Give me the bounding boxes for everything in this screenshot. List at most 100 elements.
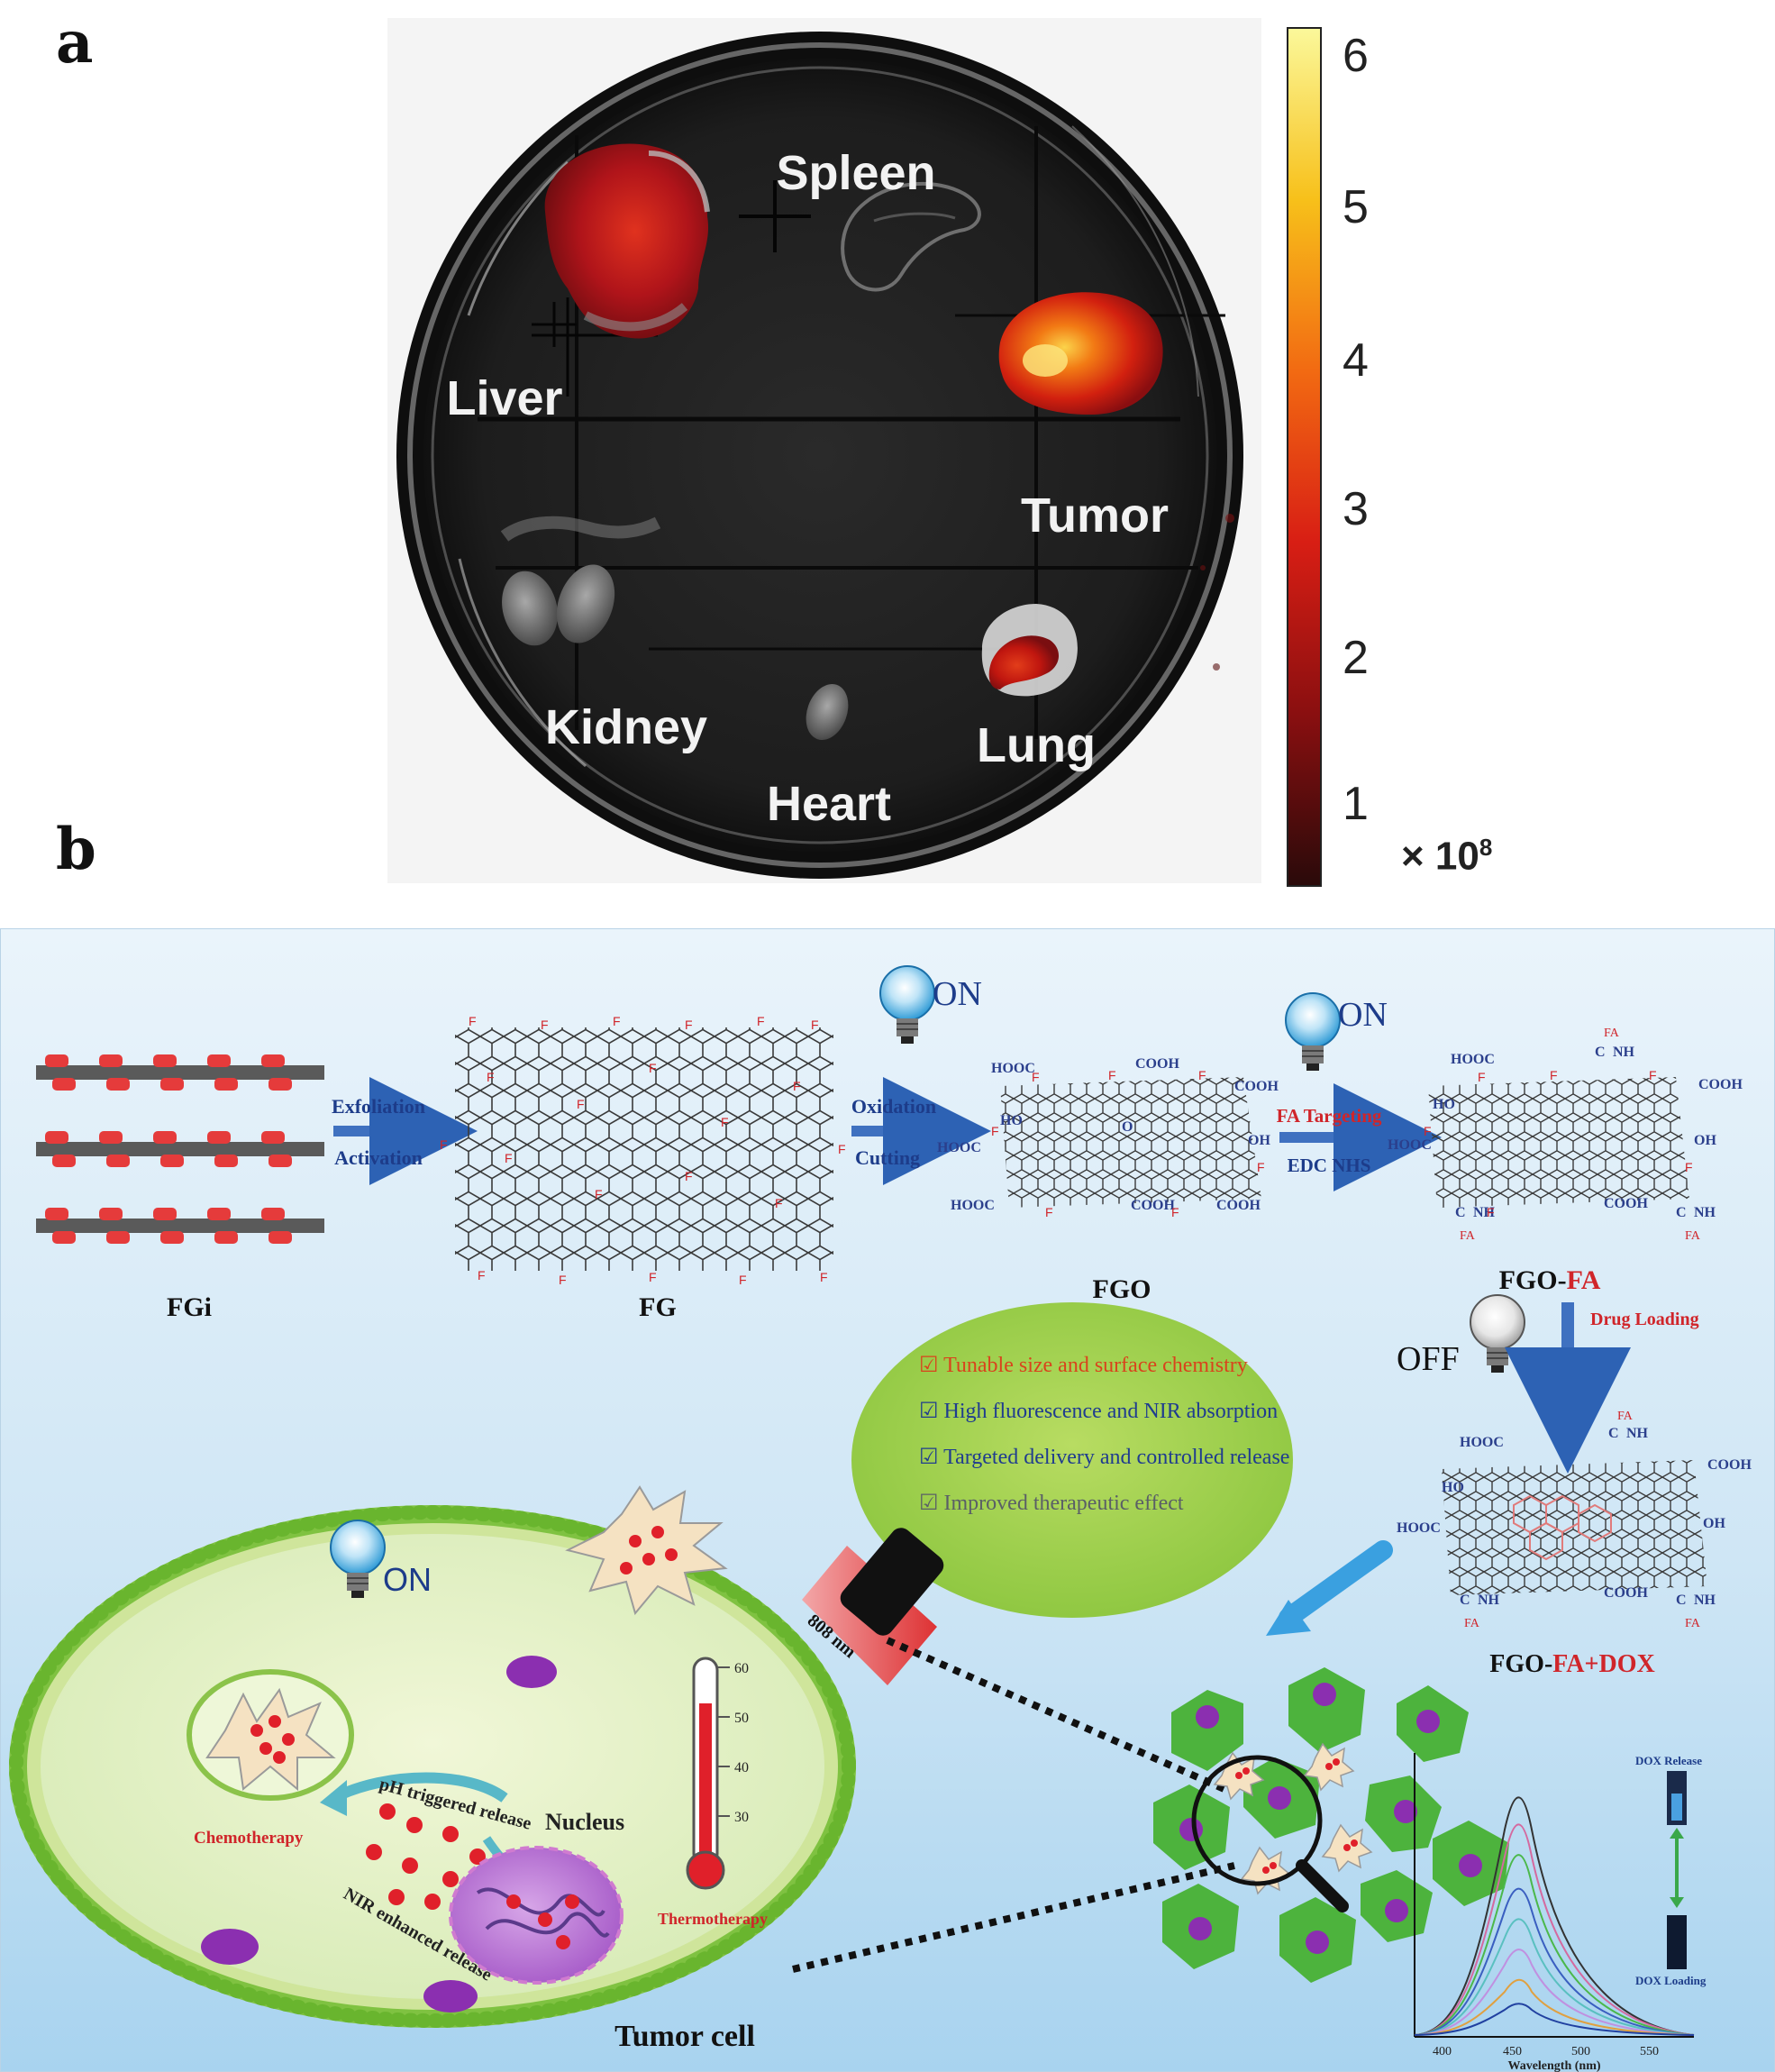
bulb-on-icon	[879, 965, 935, 1044]
colorbar-multiplier-exponent: 8	[1479, 834, 1493, 861]
spectrum-xtick-500: 500	[1571, 2045, 1590, 2058]
dox-cooh-2: COOH	[1604, 1585, 1648, 1601]
svg-text:F: F	[757, 1014, 765, 1028]
ex-vivo-fluorescence-image: Spleen Liver Tumor Kidney Lung Heart	[387, 18, 1261, 883]
arrow-label-fa-targeting: FA Targeting	[1277, 1105, 1382, 1127]
svg-text:F: F	[559, 1273, 567, 1287]
arrow-label-cutting: Cutting	[855, 1146, 920, 1169]
label-chemotherapy: Chemotherapy	[194, 1829, 304, 1848]
dox-nh-2: NH	[1478, 1593, 1500, 1608]
fgo-cooh-4: COOH	[1216, 1198, 1261, 1213]
label-dox-release: DOX Release	[1635, 1754, 1702, 1767]
label-dox-loading: DOX Loading	[1635, 1974, 1707, 1987]
svg-text:F: F	[649, 1270, 657, 1284]
feature-item-1: ☑ Tunable size and surface chemistry	[919, 1354, 1248, 1377]
dox-fa-1: FA	[1617, 1410, 1634, 1423]
dox-nh-1: NH	[1626, 1426, 1649, 1441]
spectrum-xtick-550: 550	[1640, 2045, 1659, 2058]
svg-text:F: F	[793, 1079, 801, 1093]
arrow-label-edc-nhs: EDC NHS	[1288, 1155, 1371, 1176]
svg-text:F: F	[469, 1014, 477, 1028]
fgo-sheet: HOOC COOH COOH HO HOOC OH HOOC COOH COOH…	[937, 1056, 1279, 1219]
svg-text:F: F	[505, 1151, 513, 1165]
svg-text:F: F	[739, 1273, 747, 1287]
label-fgo-fa-prefix: FGO-	[1499, 1265, 1567, 1295]
organ-label-spleen: Spleen	[776, 146, 935, 200]
bulb-on-icon	[330, 1520, 386, 1598]
label-fgi: FGi	[167, 1292, 212, 1322]
thermometer	[686, 1657, 730, 1890]
thermo-tick-40: 40	[734, 1760, 749, 1775]
fgofa-c-1: C	[1595, 1045, 1606, 1060]
arrow-label-activation: Activation	[334, 1146, 423, 1169]
svg-text:F: F	[478, 1268, 486, 1282]
fgofa-cooh-1: COOH	[1698, 1077, 1743, 1092]
dox-c-2: C	[1460, 1593, 1470, 1608]
fgo-particle-starburst	[565, 1485, 728, 1616]
fgofa-fa-1: FA	[1604, 1027, 1620, 1040]
svg-text:F: F	[820, 1270, 828, 1284]
organ-label-heart: Heart	[767, 777, 891, 831]
tumor-cell	[9, 1505, 856, 2028]
dox-c-3: C	[1676, 1593, 1687, 1608]
spectrum-xlabel: Wavelength (nm)	[1507, 2059, 1600, 2072]
fgo-hooc-1: HOOC	[991, 1061, 1035, 1076]
svg-text:F: F	[1198, 1068, 1206, 1082]
svg-text:F: F	[1171, 1205, 1179, 1219]
colorbar-tick-3: 3	[1343, 483, 1369, 535]
colorbar-multiplier-base: × 10	[1401, 834, 1479, 879]
fgofa-nh-2: NH	[1473, 1205, 1496, 1220]
fluorescence-spectrum	[1414, 1753, 1695, 2038]
panel-b-label: b	[56, 816, 96, 883]
fgofa-cooh-2: COOH	[1604, 1196, 1648, 1211]
colorbar-tick-4: 4	[1343, 334, 1369, 387]
label-fg: FG	[639, 1292, 677, 1322]
dox-fa-3: FA	[1685, 1617, 1701, 1630]
colorbar-multiplier: × 108	[1401, 834, 1492, 880]
label-fgo-fa-suffix: FA	[1567, 1265, 1601, 1295]
svg-text:F: F	[613, 1014, 621, 1028]
svg-text:F: F	[1478, 1070, 1486, 1084]
dox-ho: HO	[1442, 1480, 1464, 1495]
svg-text:F: F	[685, 1169, 693, 1183]
thermo-tick-50: 50	[734, 1711, 749, 1726]
feature-item-4: ☑ Improved therapeutic effect	[919, 1492, 1184, 1515]
colorbar-tick-1: 1	[1343, 778, 1369, 830]
dox-fa-2: FA	[1464, 1617, 1480, 1630]
label-tumor-cell: Tumor cell	[614, 2020, 755, 2053]
organ-label-liver: Liver	[446, 371, 562, 425]
dox-c-1: C	[1608, 1426, 1619, 1441]
fgofa-fa-2: FA	[1460, 1229, 1476, 1243]
fgo-fa-dox-sheet: HOOC C NH COOH HO HOOC OH COOH C NH C NH…	[1397, 1410, 1752, 1630]
organ-label-kidney: Kidney	[545, 700, 707, 754]
fgo-fa-sheet: HOOC C NH COOH HO HOOC OH COOH C NH C NH…	[1388, 1027, 1743, 1243]
dox-hooc-1: HOOC	[1460, 1435, 1504, 1450]
feature-oval	[851, 1302, 1293, 1618]
svg-text:F: F	[1550, 1068, 1558, 1082]
bulb-off-label: OFF	[1397, 1340, 1460, 1378]
svg-text:F: F	[1424, 1124, 1432, 1138]
arrow-label-oxidation: Oxidation	[851, 1095, 936, 1118]
nucleus	[449, 1846, 624, 1985]
svg-text:F: F	[721, 1115, 729, 1129]
svg-text:F: F	[1032, 1070, 1040, 1084]
mitochondria	[201, 1656, 557, 2013]
svg-text:F: F	[649, 1061, 657, 1075]
dox-vials	[1667, 1771, 1687, 1969]
feature-item-2: ☑ High fluorescence and NIR absorption	[919, 1400, 1278, 1423]
colorbar-tick-6: 6	[1343, 30, 1369, 82]
svg-text:F: F	[838, 1142, 846, 1156]
fgo-o: O	[1122, 1119, 1133, 1135]
svg-text:F: F	[1045, 1205, 1053, 1219]
fgofa-nh-1: NH	[1613, 1045, 1635, 1060]
svg-text:F: F	[440, 1137, 448, 1152]
arrow-label-exfoliation: Exfoliation	[332, 1095, 425, 1118]
bulb-on-label-1: ON	[933, 975, 982, 1013]
svg-text:F: F	[811, 1018, 819, 1032]
bulb-on-label-2: ON	[1338, 996, 1388, 1034]
fgo-oh: OH	[1248, 1133, 1270, 1148]
dox-cooh-1: COOH	[1707, 1457, 1752, 1473]
fgo-hooc-2: HOOC	[937, 1140, 981, 1155]
svg-text:F: F	[685, 1018, 693, 1032]
